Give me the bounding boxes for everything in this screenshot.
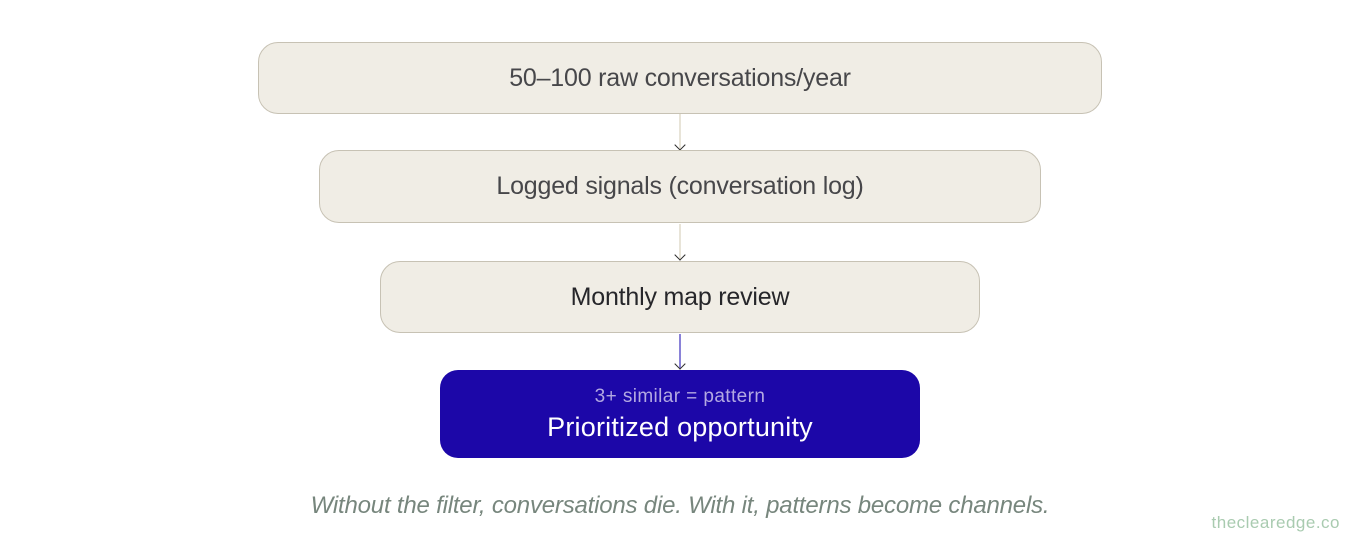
flow-box-prioritized-opportunity: 3+ similar = pattern Prioritized opportu… [440,370,920,458]
arrow-down-icon [674,249,686,261]
flow-box-raw-conversations: 50–100 raw conversations/year [258,42,1102,114]
arrow-line [679,224,681,259]
arrow-line [679,114,681,149]
flow-box-label: 50–100 raw conversations/year [509,63,851,92]
flow-arrow-2 [674,224,686,261]
flow-box-label: Monthly map review [570,282,790,311]
flow-box-logged-signals: Logged signals (conversation log) [319,150,1041,223]
result-subtitle: 3+ similar = pattern [594,385,766,407]
arrow-line [679,334,681,368]
caption: Without the filter, conversations die. W… [310,492,1050,519]
flow-box-monthly-map-review: Monthly map review [380,261,980,333]
watermark: theclearedge.co [1211,513,1340,532]
arrow-down-icon [674,358,686,370]
flow-arrow-3 [674,334,686,370]
flow-box-label: Logged signals (conversation log) [496,172,864,200]
flow-arrow-1 [674,114,686,151]
arrow-down-icon [674,139,686,151]
result-title: Prioritized opportunity [547,411,813,442]
